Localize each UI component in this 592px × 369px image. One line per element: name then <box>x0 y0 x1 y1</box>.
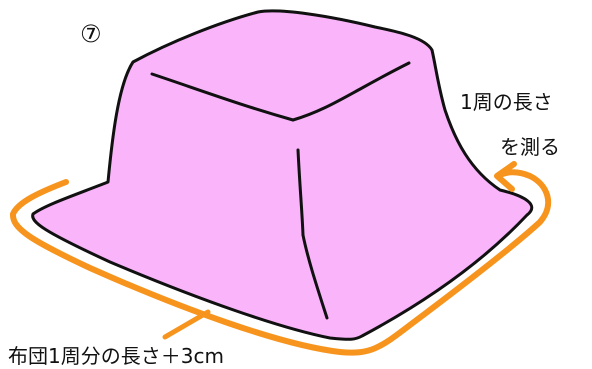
measure-arrow-head <box>494 161 517 192</box>
futon-cloth-shape <box>31 9 534 341</box>
top-front-edge <box>150 72 295 122</box>
measure-note-line1: 1周の長さ <box>460 90 553 114</box>
front-corner-fold <box>301 233 329 320</box>
top-right-edge <box>291 61 411 122</box>
size-note-leader <box>162 309 211 340</box>
size-note-label: 布団1周分の長さ＋3cm <box>8 344 224 368</box>
front-corner-edge <box>296 148 305 237</box>
measure-loop-line <box>10 169 552 356</box>
step-number-label: ⑦ <box>80 20 102 48</box>
measure-note-line2: を測る <box>500 135 560 159</box>
